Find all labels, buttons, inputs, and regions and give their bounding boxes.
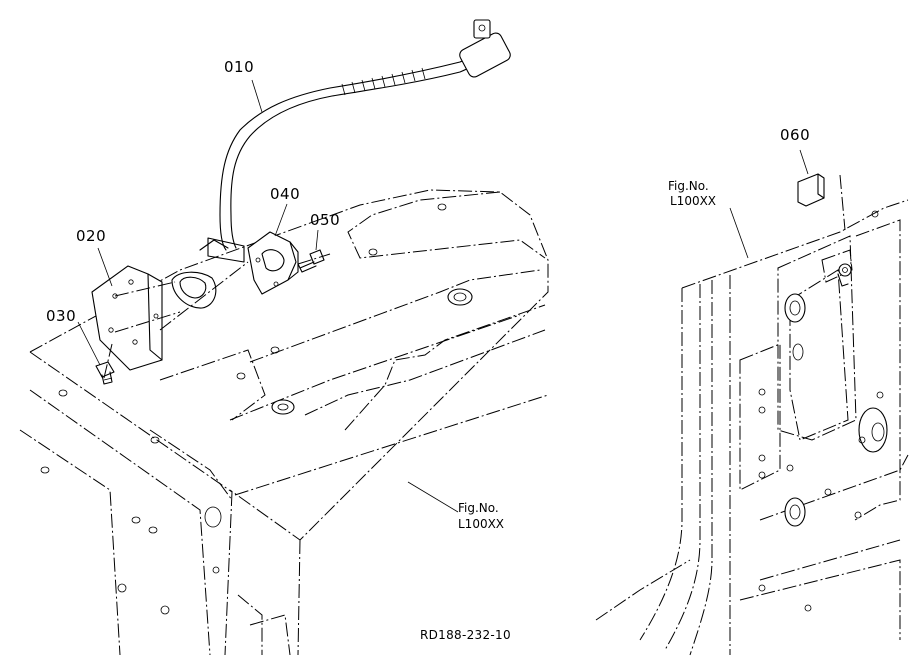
screw-050	[297, 249, 325, 273]
figure-ref-1-line1: Fig.No.	[668, 179, 709, 193]
wire-harness-010	[199, 19, 511, 263]
part-number-040: 040	[270, 185, 301, 203]
figure-ref-2-line1: Fig.No.	[458, 501, 499, 515]
door-panel-right	[595, 174, 909, 656]
clamp-040	[247, 231, 299, 295]
assembly-lines	[103, 253, 331, 379]
part-number-020: 020	[76, 227, 107, 245]
bracket-020	[91, 265, 217, 371]
cabin-frame-left	[19, 189, 549, 656]
drawing-number: RD188-232-10	[420, 628, 511, 642]
figure-ref-2-line2: L100XX	[458, 517, 505, 531]
bolt-030	[95, 361, 115, 385]
part-number-050: 050	[310, 211, 341, 229]
leaders-right	[729, 149, 809, 259]
cap-060	[797, 173, 825, 207]
leaders-left	[77, 79, 459, 513]
part-number-060: 060	[780, 126, 811, 144]
figure-ref-1-line2: L100XX	[670, 194, 717, 208]
part-number-010: 010	[224, 58, 255, 76]
part-number-030: 030	[46, 307, 77, 325]
